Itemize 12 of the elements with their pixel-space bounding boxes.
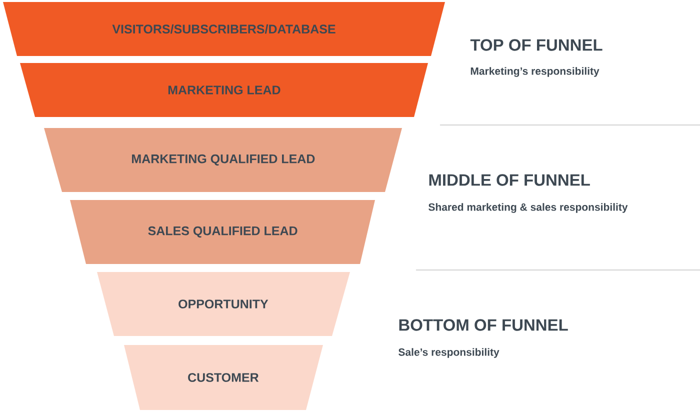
stage-heading: BOTTOM OF FUNNEL	[399, 319, 568, 331]
stage-description: Shared marketing & sales responsibility	[428, 203, 628, 213]
funnel-stage: VISITORS/SUBSCRIBERS/DATABASE	[3, 2, 445, 56]
funnel-stage: CUSTOMER	[124, 345, 323, 410]
funnel-stage: MARKETING QUALIFIED LEAD	[44, 128, 402, 192]
stage-description: Marketing’s responsibility	[470, 67, 600, 77]
funnel-stage: OPPORTUNITY	[97, 272, 350, 336]
funnel-stage: SALES QUALIFIED LEAD	[70, 200, 375, 264]
funnel-stage: MARKETING LEAD	[20, 63, 428, 117]
stage-heading: MIDDLE OF FUNNEL	[429, 174, 590, 186]
stage-description: Sale’s responsibility	[398, 348, 500, 358]
stage-heading: TOP OF FUNNEL	[470, 39, 602, 51]
